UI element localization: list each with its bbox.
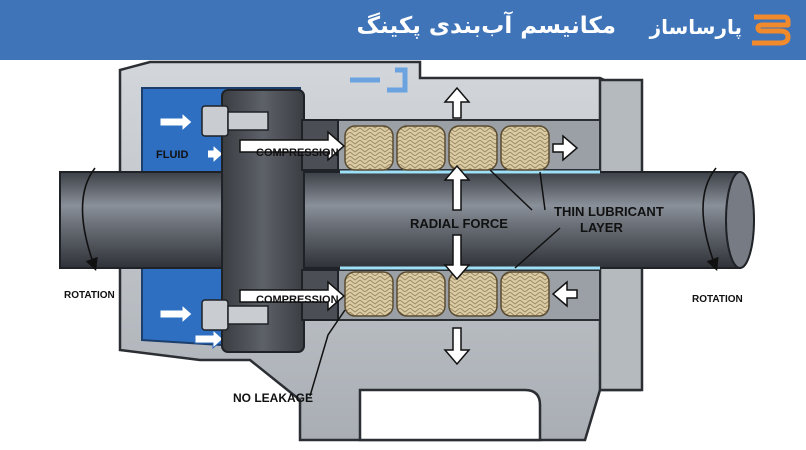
brand-name: پارساساز: [649, 15, 742, 39]
rotation-label-right: ROTATION: [692, 294, 743, 305]
compression-arrows: [239, 130, 579, 312]
brand-logo: پارساساز: [626, 11, 794, 49]
packing-rings-bottom: [344, 271, 550, 317]
bolt-icon: [201, 105, 269, 331]
logo-icon: [752, 14, 791, 46]
radial-force-arrows: [443, 86, 471, 366]
shaft: [59, 171, 755, 269]
rotation-label-left: ROTATION: [64, 290, 115, 301]
packing-rings-top: [344, 125, 550, 171]
header-bar: مکانیسم آب‌بندی پکینگ پارساساز: [0, 0, 806, 60]
thin-lubricant-label-1: THIN LUBRICANT: [554, 204, 664, 219]
packing-seal-diagram: FLUID COMPRESSION COMPRESSION RADIAL FOR…: [59, 60, 755, 442]
page-title: مکانیسم آب‌بندی پکینگ: [356, 13, 616, 39]
rotation-arrow-icon: [81, 167, 719, 272]
fluid-label: FLUID: [156, 149, 188, 161]
fluid-label-bg: [154, 146, 208, 162]
no-leakage-label: NO LEAKAGE: [233, 391, 313, 405]
compression-label-top: COMPRESSION: [256, 147, 339, 159]
fluid-flow-arrows: [159, 67, 408, 350]
radial-force-label: RADIAL FORCE: [410, 216, 508, 231]
thin-lubricant-label-2: LAYER: [580, 220, 623, 235]
compression-label-bottom: COMPRESSION: [256, 294, 339, 306]
leader-lines: [309, 169, 561, 397]
